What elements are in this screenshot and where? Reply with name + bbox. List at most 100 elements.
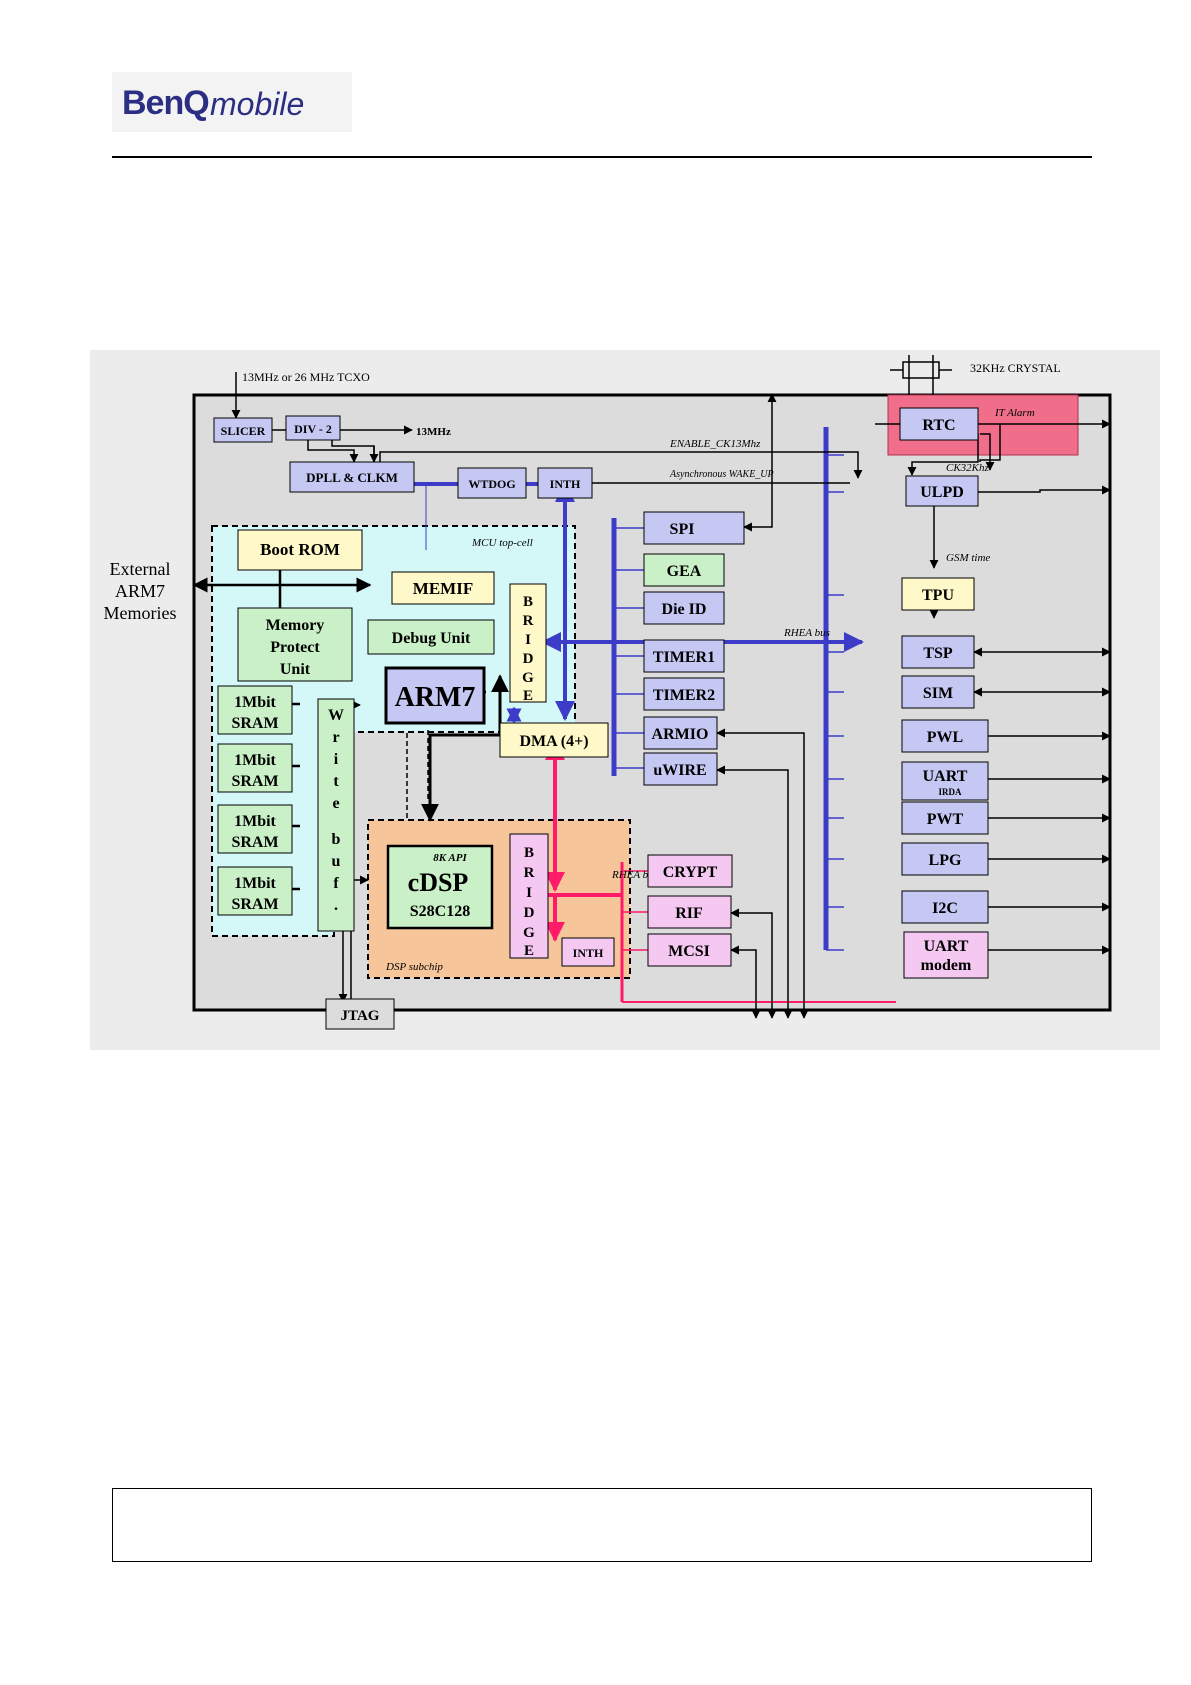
write-buf-r: r <box>332 729 339 746</box>
cdsp-part-label: S28C128 <box>410 903 470 920</box>
uart-modem-line2: modem <box>921 957 972 974</box>
debug-unit-block <box>367 619 495 655</box>
jtag-block <box>325 998 395 1030</box>
div2-block <box>285 415 341 441</box>
pwt-label: PWT <box>927 811 964 828</box>
pwt-block <box>901 801 989 835</box>
dsp-bridge-b: B <box>524 845 534 861</box>
cdsp-block <box>386 844 494 930</box>
dsp-bridge-d: D <box>524 905 535 921</box>
dma-label: DMA (4+) <box>519 733 588 750</box>
tpu-block <box>901 577 975 611</box>
arm7-label: ARM7 <box>395 682 476 713</box>
die-id-label: Die ID <box>662 601 707 618</box>
ulpd-label: ULPD <box>920 484 964 501</box>
tpu-label: TPU <box>922 587 954 604</box>
dsp-inth-label: INTH <box>573 946 604 960</box>
external-memories-line2: ARM7 <box>115 581 165 601</box>
external-memories-label: External ARM7 Memories <box>104 559 177 623</box>
rif-block <box>647 895 732 929</box>
logo-brand: BenQ <box>122 84 210 122</box>
timer2-label: TIMER2 <box>653 687 715 704</box>
boot-rom-block <box>237 529 363 571</box>
mcu-bridge-g: G <box>522 670 534 686</box>
write-buf-b: b <box>332 831 341 848</box>
dsp-bridge-e: E <box>524 943 534 959</box>
jtag-label: JTAG <box>341 1008 380 1024</box>
sram-block <box>217 685 293 735</box>
wtdog-block <box>457 467 527 499</box>
timer2-block <box>643 677 725 711</box>
memory-protect-line1: Memory <box>266 617 325 634</box>
wtdog-label: WTDOG <box>468 477 515 491</box>
rtc-block <box>899 407 979 441</box>
tsp-block <box>901 635 975 669</box>
benq-mobile-logo: BenQ mobile <box>112 72 352 132</box>
sram-size: 1Mbit <box>234 875 276 892</box>
memif-label: MEMIF <box>413 579 473 598</box>
lpg-label: LPG <box>929 852 962 869</box>
external-memories-line3: Memories <box>104 603 177 623</box>
footer-box <box>112 1488 1092 1562</box>
pwl-label: PWL <box>927 729 963 746</box>
inth-label: INTH <box>550 477 581 491</box>
mcu-bridge-r: R <box>523 613 534 629</box>
crypt-block <box>647 854 733 888</box>
die-id-block <box>643 591 725 625</box>
crystal-label: 32KHz CRYSTAL <box>970 361 1061 375</box>
tsp-label: TSP <box>923 645 953 662</box>
armio-label: ARMIO <box>652 726 709 743</box>
rtc-label: RTC <box>922 417 955 434</box>
dpll-clkm-label: DPLL & CLKM <box>306 470 398 485</box>
it-alarm-label: IT Alarm <box>994 407 1035 419</box>
ulpd-block <box>905 475 979 507</box>
mcu-bridge-block <box>509 583 547 703</box>
uwire-label: uWIRE <box>653 762 706 779</box>
rif-label: RIF <box>675 905 703 922</box>
memory-protect-line2: Protect <box>270 639 320 656</box>
spi-label: SPI <box>670 521 695 538</box>
slicer-label: SLICER <box>221 424 266 438</box>
arm7-block <box>384 666 486 725</box>
uart-irda-block <box>901 761 989 801</box>
gea-label: GEA <box>667 563 702 580</box>
uart-modem-block <box>903 931 989 979</box>
mcu-bridge-e: E <box>523 688 533 704</box>
i2c-label: I2C <box>932 900 958 917</box>
rhea-bus-label: RHEA bus <box>783 627 830 639</box>
memory-protect-unit-block <box>237 607 353 682</box>
block-diagram: IT Alarm MCU top-cell DSP subchip 32KHz … <box>90 350 1160 1050</box>
pwl-block <box>901 719 989 753</box>
sim-label: SIM <box>923 685 953 702</box>
uart-irda-label: UART <box>923 768 968 785</box>
write-buf-w: W <box>328 707 344 724</box>
sram-size: 1Mbit <box>234 752 276 769</box>
sram-size: 1Mbit <box>234 813 276 830</box>
uart-modem-line1: UART <box>924 938 969 955</box>
dsp-subchip-label: DSP subchip <box>385 961 443 973</box>
logo-suffix: mobile <box>210 86 305 122</box>
mcu-bridge-b: B <box>523 594 533 610</box>
crypt-label: CRYPT <box>663 864 718 881</box>
timer1-label: TIMER1 <box>653 649 715 666</box>
sram-type: SRAM <box>231 896 278 913</box>
mcsi-block <box>647 933 732 967</box>
write-buf-dot: . <box>334 897 338 914</box>
write-buf-i: i <box>334 751 339 768</box>
dma-block <box>499 722 609 758</box>
sram-type: SRAM <box>231 715 278 732</box>
i2c-block <box>901 890 989 924</box>
crystal-symbol <box>890 355 952 395</box>
sram-block <box>217 804 293 854</box>
write-buf-u: u <box>332 853 341 870</box>
uwire-block <box>643 752 718 786</box>
inth-block <box>537 467 593 499</box>
dsp-bridge-i: I <box>526 885 532 901</box>
sram-block <box>217 743 293 793</box>
dpll-clkm-block <box>289 461 415 493</box>
mcsi-label: MCSI <box>668 943 710 960</box>
div2-label: DIV - 2 <box>294 422 332 436</box>
lpg-block <box>901 842 989 876</box>
sram-type: SRAM <box>231 773 278 790</box>
dsp-inth-block <box>561 937 615 967</box>
